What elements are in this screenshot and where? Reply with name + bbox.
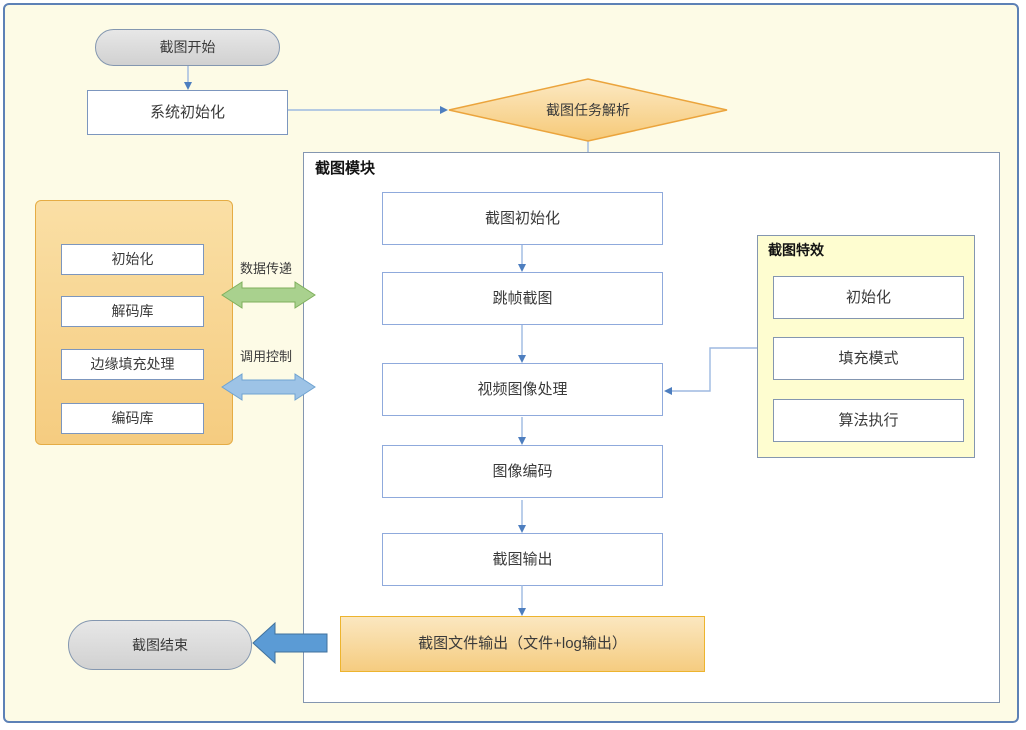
data-transfer-label: 数据传递: [239, 261, 292, 276]
effects-item-label: 算法执行: [838, 411, 899, 429]
system-init-node: 系统初始化: [87, 90, 288, 135]
codec-item-decoder: 解码库: [61, 296, 204, 327]
step-node-image-encode: 图像编码: [382, 445, 663, 498]
decision-label-box: 截图任务解析: [449, 79, 727, 141]
step-node-video-processing: 视频图像处理: [382, 363, 663, 416]
step-label: 跳帧截图: [492, 289, 553, 307]
step-label: 截图输出: [492, 550, 553, 568]
start-terminator: 截图开始: [95, 29, 280, 66]
file-output-label: 截图文件输出（文件+log输出）: [418, 635, 627, 652]
codec-item-label: 初始化: [111, 251, 154, 268]
codec-item-label: 解码库: [111, 303, 154, 320]
start-label: 截图开始: [159, 39, 216, 56]
step-node-capture-output: 截图输出: [382, 533, 663, 586]
effects-group: 截图特效 初始化 填充模式 算法执行: [757, 235, 975, 458]
end-label: 截图结束: [132, 636, 188, 653]
effects-item-label: 初始化: [845, 288, 891, 306]
effects-item-fill-mode: 填充模式: [773, 337, 964, 380]
step-label: 图像编码: [492, 462, 553, 480]
step-label: 截图初始化: [484, 209, 560, 227]
effects-item-label: 填充模式: [838, 349, 899, 367]
codec-group: 初始化 解码库 边缘填充处理 编码库: [35, 200, 233, 445]
system-init-label: 系统初始化: [149, 103, 225, 121]
call-control-label: 调用控制: [239, 349, 292, 364]
end-terminator: 截图结束: [68, 620, 252, 670]
step-node-frame-skip: 跳帧截图: [382, 272, 663, 325]
module-title: 截图模块: [315, 160, 376, 177]
effects-group-title: 截图特效: [768, 242, 824, 258]
file-output-node: 截图文件输出（文件+log输出）: [340, 616, 705, 672]
codec-item-encoder: 编码库: [61, 403, 204, 434]
decision-label: 截图任务解析: [546, 101, 630, 118]
effects-item-init: 初始化: [773, 276, 964, 319]
codec-item-label: 边缘填充处理: [90, 356, 175, 373]
step-node-capture-init: 截图初始化: [382, 192, 663, 245]
codec-item-init: 初始化: [61, 244, 204, 275]
codec-item-label: 编码库: [111, 410, 154, 427]
step-label: 视频图像处理: [477, 380, 568, 398]
codec-item-edge-padding: 边缘填充处理: [61, 349, 204, 380]
effects-item-algorithm: 算法执行: [773, 399, 964, 442]
